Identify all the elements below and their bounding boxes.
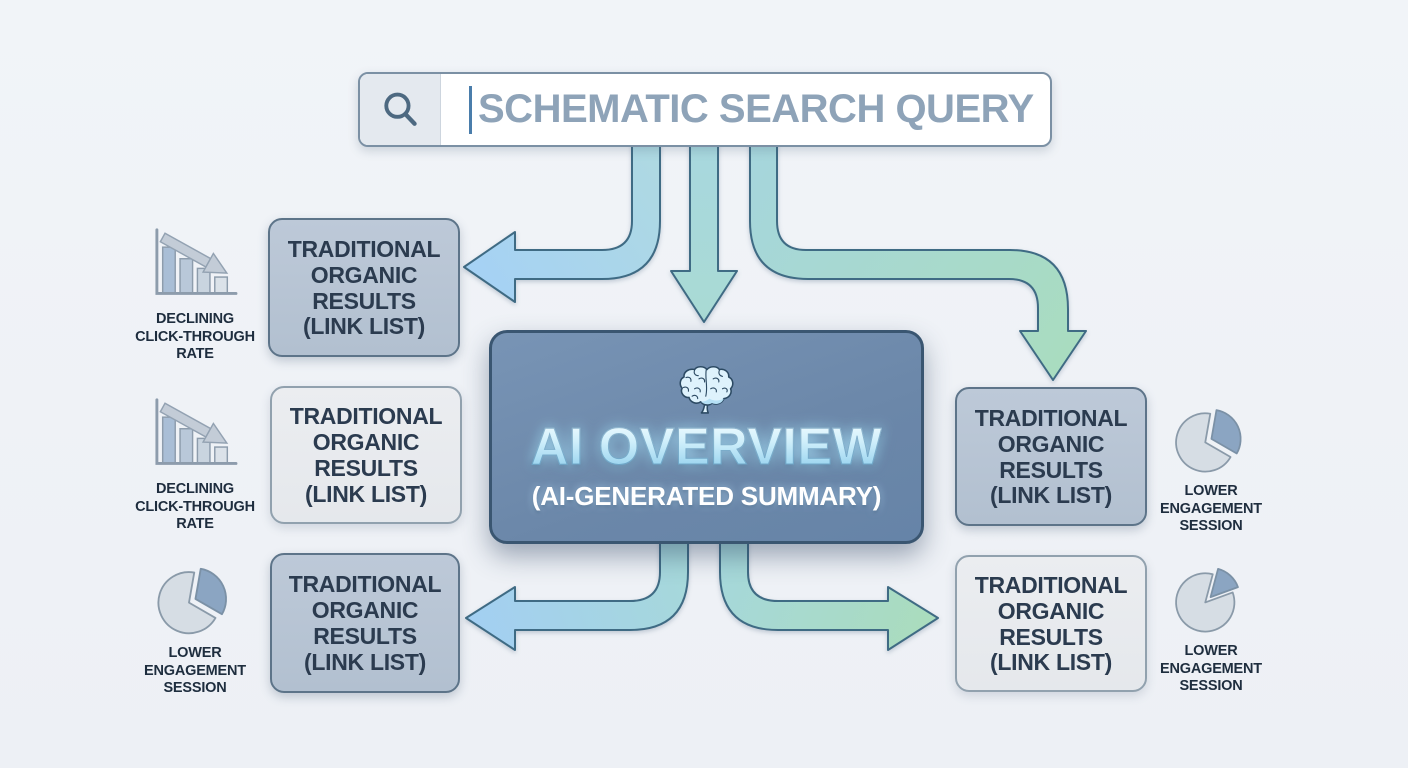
organic-results-box-top-left: TRADITIONAL ORGANIC RESULTS (LINK LIST) [268, 218, 460, 357]
arrow-search-to-left-results [463, 139, 661, 303]
box-line: (LINK LIST) [305, 480, 427, 507]
metric-lower-engagement-3: LOWER ENGAGEMENT SESSION [1146, 558, 1276, 696]
box-line: (LINK LIST) [990, 482, 1112, 509]
box-line: RESULTS [313, 623, 417, 649]
organic-results-box-bottom-right: TRADITIONAL ORGANIC RESULTS (LINK LIST) [955, 555, 1147, 692]
box-line: (LINK LIST) [304, 648, 426, 675]
declining-bar-chart-icon [155, 398, 238, 465]
text-cursor [469, 85, 472, 134]
metric-label: LOWER ENGAGEMENT SESSION [1160, 643, 1262, 695]
box-line: TRADITIONAL [287, 235, 441, 262]
ai-overview-box: AI OVERVIEW (AI-GENERATED SUMMARY) [489, 330, 924, 544]
declining-bar-chart-icon [155, 228, 238, 295]
box-line: TRADITIONAL [288, 571, 442, 598]
organic-results-box-mid-left: TRADITIONAL ORGANIC RESULTS (LINK LIST) [270, 386, 462, 524]
metric-label: DECLINING CLICK-THROUGH RATE [135, 481, 255, 533]
organic-results-box-bottom-left: TRADITIONAL ORGANIC RESULTS (LINK LIST) [270, 553, 460, 693]
metric-declining-ctr-2: DECLINING CLICK-THROUGH RATE [130, 394, 260, 534]
box-line: RESULTS [999, 456, 1103, 483]
arrow-ai-to-bottom-left-results [465, 535, 689, 651]
arrow-search-to-right-results [749, 139, 1087, 381]
pie-chart-icon [157, 567, 227, 635]
search-icon [384, 92, 417, 126]
box-line: TRADITIONAL [974, 404, 1128, 431]
search-query-text: SCHEMATIC SEARCH QUERY [478, 87, 1034, 131]
box-line: TRADITIONAL [974, 571, 1128, 598]
box-line: ORGANIC [997, 430, 1105, 457]
metric-lower-engagement-2: LOWER ENGAGEMENT SESSION [1146, 398, 1276, 536]
pie-chart-icon [1175, 409, 1242, 473]
box-line: ORGANIC [310, 261, 418, 288]
box-line: RESULTS [999, 623, 1103, 650]
box-line: RESULTS [314, 455, 418, 481]
metric-lower-engagement-1: LOWER ENGAGEMENT SESSION [130, 556, 260, 698]
box-line: ORGANIC [312, 429, 420, 456]
organic-results-box-mid-right: TRADITIONAL ORGANIC RESULTS (LINK LIST) [955, 387, 1147, 526]
brain-icon [679, 365, 734, 414]
box-line: TRADITIONAL [289, 403, 443, 430]
metric-label: LOWER ENGAGEMENT SESSION [1160, 483, 1262, 535]
ai-overview-subtitle: (AI-GENERATED SUMMARY) [531, 480, 882, 511]
ai-overview-title: AI OVERVIEW [530, 417, 883, 476]
arrow-search-to-ai-overview [670, 139, 738, 323]
metric-declining-ctr-1: DECLINING CLICK-THROUGH RATE [130, 224, 260, 364]
search-text-zone: SCHEMATIC SEARCH QUERY [441, 74, 1050, 145]
pie-chart-icon [1175, 568, 1239, 633]
box-line: RESULTS [312, 287, 416, 314]
metric-label: LOWER ENGAGEMENT SESSION [144, 645, 246, 697]
box-line: ORGANIC [997, 597, 1105, 624]
box-line: (LINK LIST) [303, 313, 425, 340]
box-line: (LINK LIST) [990, 649, 1112, 676]
search-icon-zone [360, 74, 441, 145]
box-line: ORGANIC [311, 597, 419, 624]
search-input[interactable]: SCHEMATIC SEARCH QUERY [358, 72, 1052, 147]
arrow-ai-to-bottom-right-results [719, 535, 939, 651]
metric-label: DECLINING CLICK-THROUGH RATE [135, 311, 255, 363]
